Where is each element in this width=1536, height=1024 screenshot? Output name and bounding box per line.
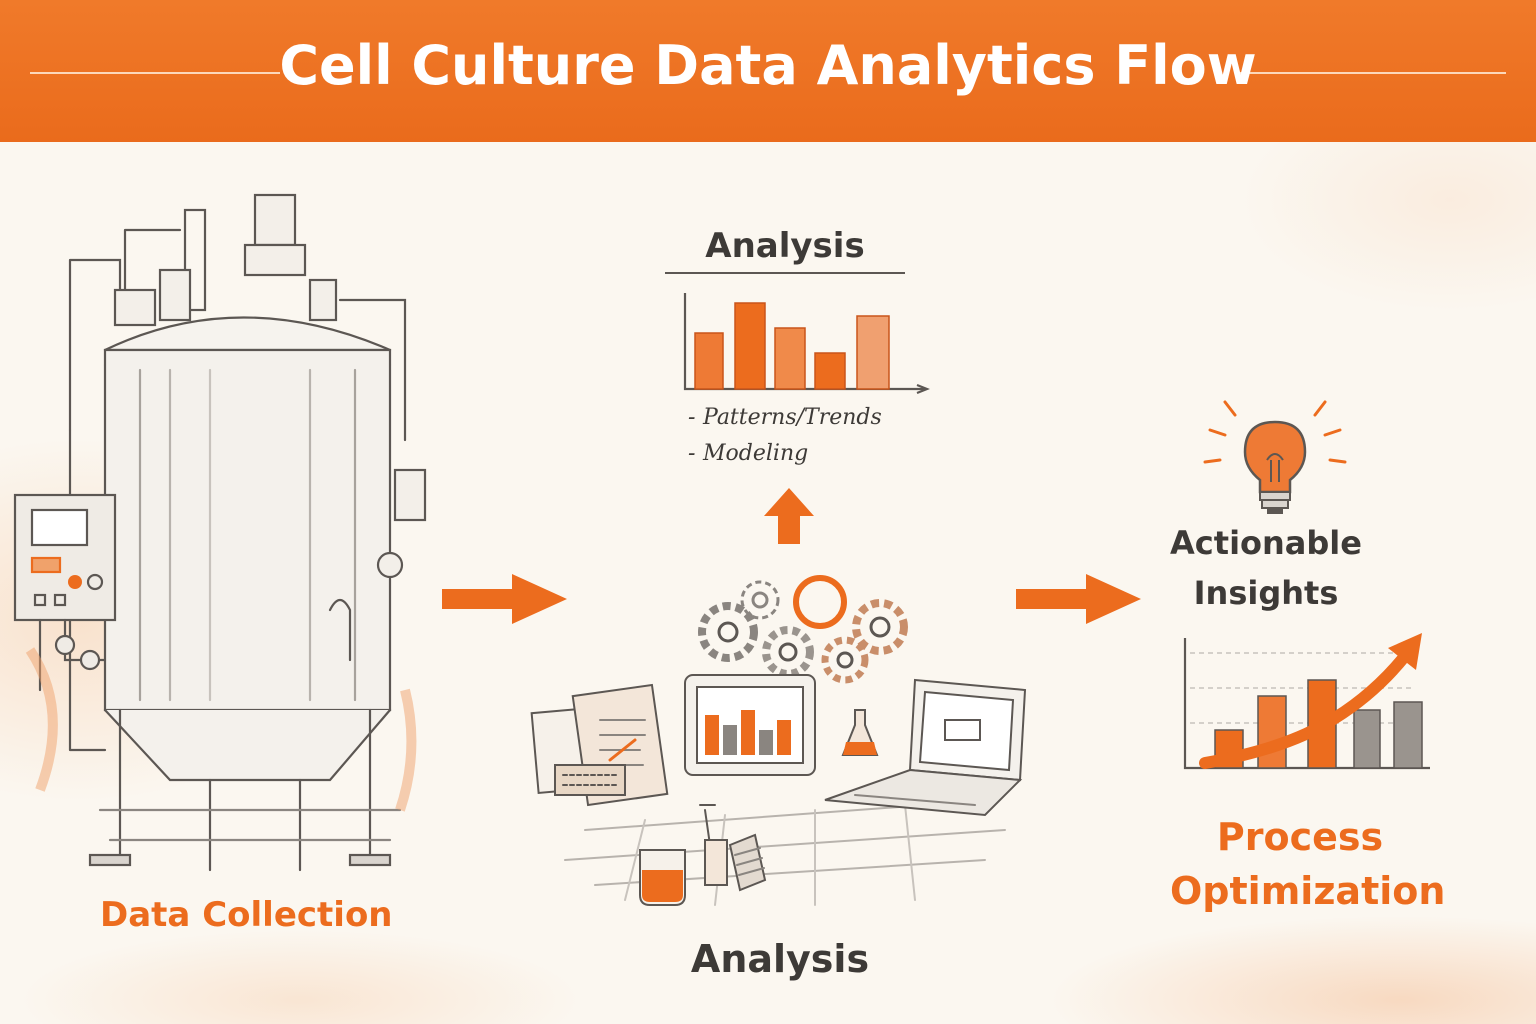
analysis-bar-4 (814, 352, 846, 390)
actionable-insights-label-line1: Actionable (1170, 524, 1362, 562)
gear-icon (740, 580, 780, 620)
flow-arrow-1 (442, 574, 567, 624)
analysis-bar-5 (856, 315, 890, 390)
banner-left-rule (30, 72, 280, 74)
analysis-bullet-patterns: Patterns/Trends (703, 405, 882, 430)
process-optimization-label-line2: Optimization (1170, 869, 1446, 913)
flask-icon (841, 709, 879, 756)
analysis-title-underline (665, 272, 905, 274)
lightbulb-icon (1203, 400, 1347, 514)
analysis-bar-1 (694, 332, 724, 390)
flow-arrow-2 (1016, 574, 1141, 624)
beaker-icon (639, 804, 767, 906)
trend-bar-5 (1393, 701, 1423, 769)
actionable-insights-label-line2: Insights (1193, 574, 1339, 612)
tablet-icon (684, 674, 816, 776)
header-banner: Cell Culture Data Analytics Flow (0, 0, 1536, 142)
gear-icon (852, 599, 908, 655)
gears-cluster (698, 575, 908, 684)
gear-icon (698, 602, 758, 662)
gear-icon (821, 636, 869, 684)
laptop-icon (824, 678, 1027, 817)
trend-chart-icon (1183, 633, 1430, 770)
gear-icon (762, 626, 814, 678)
process-optimization-label-line1: Process (1216, 815, 1384, 859)
trend-bar-2 (1257, 695, 1287, 769)
banner-right-rule (1240, 72, 1506, 74)
notebook-icon (530, 683, 669, 807)
bar-chart-icon (683, 293, 930, 395)
gear-icon (793, 575, 847, 629)
analysis-title-bottom: Analysis (690, 937, 870, 981)
analysis-bar-3 (774, 327, 806, 390)
up-arrow (764, 488, 814, 544)
analysis-title-top: Analysis (705, 226, 865, 266)
analysis-bullet-dash-1: - (688, 405, 696, 430)
bioreactor-icon (13, 193, 427, 872)
analysis-desk-scene (530, 674, 1027, 906)
analysis-bar-2 (734, 302, 766, 390)
analysis-bullet-dash-2: - (688, 441, 696, 466)
data-collection-label: Data Collection (100, 895, 393, 935)
analysis-bullet-modeling: Modeling (703, 441, 809, 466)
trend-bar-4 (1353, 709, 1381, 769)
page-title: Cell Culture Data Analytics Flow (279, 34, 1257, 97)
